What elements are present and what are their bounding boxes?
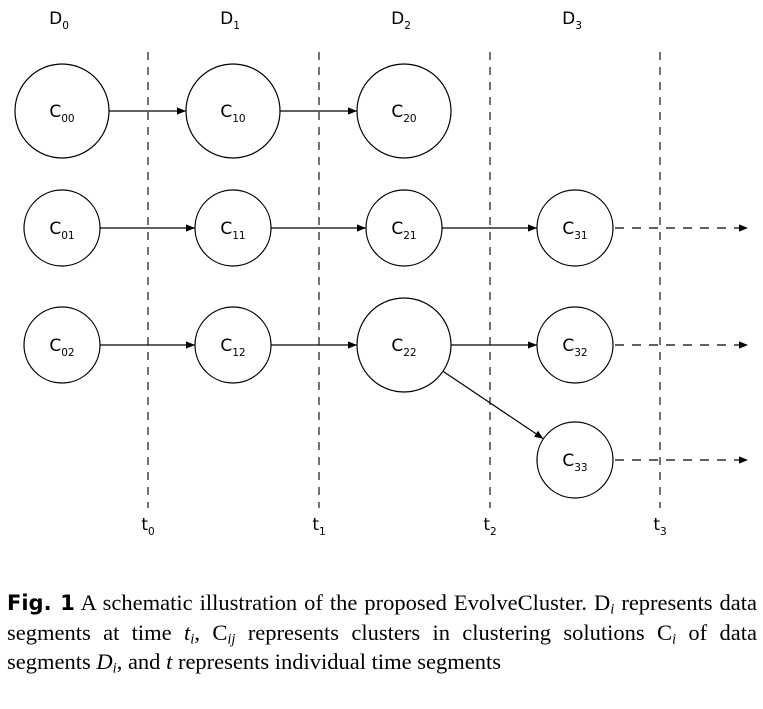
edge-c22-c33 — [442, 370, 544, 440]
cluster-label: C01 — [49, 219, 74, 242]
cluster-label: C22 — [391, 336, 416, 359]
caption-text: A schematic illustration of the proposed… — [7, 590, 758, 677]
cluster-circle — [356, 63, 452, 159]
cluster-circle — [536, 421, 614, 499]
cluster-circle — [14, 63, 110, 159]
cluster-circle — [365, 189, 443, 267]
cluster-label: C21 — [391, 219, 416, 242]
cluster-circle — [23, 189, 101, 267]
cluster-label: C20 — [391, 102, 416, 125]
cluster-circle — [536, 189, 614, 267]
cluster-node-c10: C10 — [185, 63, 281, 159]
cluster-node-c32: C32 — [536, 306, 614, 384]
cluster-node-c01: C01 — [23, 189, 101, 267]
time-label-2: t2 — [483, 515, 496, 538]
cluster-circle — [23, 306, 101, 384]
cluster-node-c31: C31 — [536, 189, 614, 267]
cluster-node-c33: C33 — [536, 421, 614, 499]
figure-caption: Fig. 1 A schematic illustration of the p… — [7, 588, 757, 676]
cluster-circle — [194, 189, 272, 267]
time-label-1: t1 — [312, 515, 325, 538]
cluster-label: C12 — [220, 336, 245, 359]
cluster-label: C10 — [220, 102, 245, 125]
cluster-circle — [185, 63, 281, 159]
cluster-node-c12: C12 — [194, 306, 272, 384]
cluster-circle — [536, 306, 614, 384]
segment-label-3: D3 — [562, 9, 582, 32]
time-label-3: t3 — [653, 515, 666, 538]
cluster-label: C32 — [562, 336, 587, 359]
cluster-circle — [194, 306, 272, 384]
cluster-node-c20: C20 — [356, 63, 452, 159]
cluster-node-c02: C02 — [23, 306, 101, 384]
cluster-label: C02 — [49, 336, 74, 359]
segment-label-2: D2 — [391, 9, 411, 32]
cluster-label: C31 — [562, 219, 587, 242]
cluster-label: C11 — [220, 219, 245, 242]
segment-label-0: D0 — [49, 9, 69, 32]
cluster-circle — [356, 297, 452, 393]
cluster-node-c22: C22 — [356, 297, 452, 393]
cluster-node-c21: C21 — [365, 189, 443, 267]
cluster-label: C33 — [562, 451, 587, 474]
cluster-label: C00 — [49, 102, 74, 125]
time-label-0: t0 — [141, 515, 154, 538]
cluster-node-c11: C11 — [194, 189, 272, 267]
cluster-node-c00: C00 — [14, 63, 110, 159]
figure-label: Fig. 1 — [7, 591, 75, 615]
segment-label-1: D1 — [220, 9, 240, 32]
